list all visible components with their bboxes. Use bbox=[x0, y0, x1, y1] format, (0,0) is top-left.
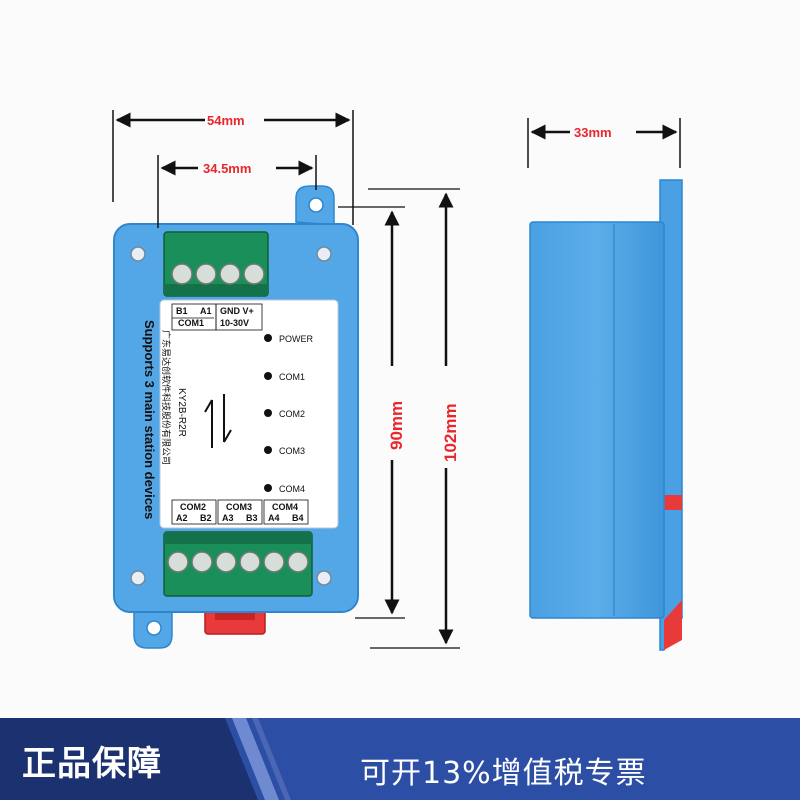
top-terminal-screws bbox=[171, 263, 265, 285]
banner-background bbox=[0, 718, 800, 800]
label-com4: COM4 bbox=[272, 502, 298, 512]
promo-banner bbox=[0, 718, 800, 800]
led-com1: COM1 bbox=[264, 372, 305, 382]
top-terminal-base bbox=[164, 284, 268, 296]
led-com3: COM3 bbox=[264, 446, 305, 456]
dimension-34-5mm: 34.5mm bbox=[157, 155, 317, 228]
svg-text:POWER: POWER bbox=[279, 334, 314, 344]
led-power: POWER bbox=[264, 334, 314, 344]
top-mount-hole bbox=[308, 197, 324, 213]
bottom-terminal-screws bbox=[167, 551, 309, 573]
svg-text:COM2: COM2 bbox=[279, 409, 305, 419]
banner-right-text: 可开13%增值税专票 bbox=[360, 756, 647, 791]
side-housing bbox=[529, 221, 665, 619]
bottom-mount-hole bbox=[146, 620, 162, 636]
dimension-33mm: 33mm bbox=[527, 118, 681, 168]
svg-text:COM1: COM1 bbox=[279, 372, 305, 382]
banner-left-text: 正品保障 bbox=[22, 744, 162, 784]
label-a4: A4 bbox=[268, 513, 280, 523]
bottom-port-labels: COM2 A2 B2 COM3 A3 B3 COM4 A4 B4 bbox=[171, 499, 309, 525]
label-a1: A1 bbox=[200, 306, 212, 316]
indicator-leds: POWER COM1 COM2 COM3 COM4 bbox=[264, 334, 314, 494]
label-gnd-v: GND V+ bbox=[220, 306, 254, 316]
label-b4: B4 bbox=[292, 513, 304, 523]
svg-text:COM3: COM3 bbox=[279, 446, 305, 456]
svg-text:COM4: COM4 bbox=[279, 484, 305, 494]
side-clip-lower bbox=[664, 600, 682, 650]
led-com2: COM2 bbox=[264, 409, 305, 419]
label-com3: COM3 bbox=[226, 502, 252, 512]
label-voltage: 10-30V bbox=[220, 318, 249, 328]
dimension-102mm: 102mm bbox=[368, 188, 460, 649]
label-com2: COM2 bbox=[180, 502, 206, 512]
label-com1: COM1 bbox=[178, 318, 204, 328]
svg-text:34.5mm: 34.5mm bbox=[203, 161, 251, 176]
front-module: B1 A1 COM1 GND V+ 10-30V Supports 3 main… bbox=[113, 185, 359, 649]
svg-text:90mm: 90mm bbox=[387, 401, 406, 450]
top-port-labels: B1 A1 COM1 GND V+ 10-30V bbox=[176, 306, 254, 328]
dimension-54mm: 54mm bbox=[112, 110, 354, 225]
bidirectional-arrow-icon bbox=[204, 394, 232, 448]
model-text: KY2B-R2R bbox=[176, 388, 187, 437]
label-b2: B2 bbox=[200, 513, 212, 523]
label-a3: A3 bbox=[222, 513, 234, 523]
din-clip-slot bbox=[215, 612, 255, 620]
svg-text:54mm: 54mm bbox=[207, 113, 245, 128]
label-a2: A2 bbox=[176, 513, 188, 523]
svg-text:102mm: 102mm bbox=[441, 403, 460, 462]
led-com4: COM4 bbox=[264, 484, 305, 494]
label-panel bbox=[159, 299, 339, 529]
svg-text:33mm: 33mm bbox=[574, 125, 612, 140]
label-b1: B1 bbox=[176, 306, 188, 316]
description-text: Supports 3 main station devices bbox=[142, 320, 157, 519]
label-b3: B3 bbox=[246, 513, 258, 523]
bottom-terminal-top bbox=[164, 532, 312, 544]
side-clip-upper bbox=[664, 495, 682, 510]
side-module bbox=[529, 179, 683, 651]
housing-screws bbox=[130, 246, 332, 586]
company-text: 广东易达创软件科技股份有限公司 bbox=[160, 330, 172, 465]
dimension-90mm: 90mm bbox=[338, 206, 406, 619]
